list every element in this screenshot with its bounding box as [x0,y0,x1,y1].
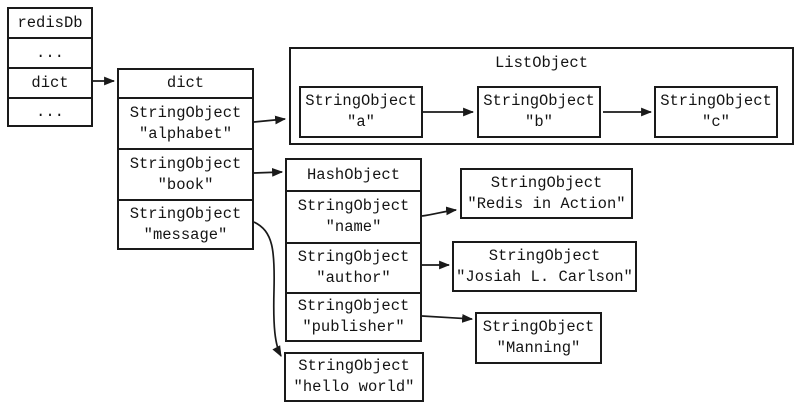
arrow-message-to-helloworld [253,221,282,357]
message-value-box: StringObject "hello world" [284,352,424,402]
name-value-box: StringObject "Redis in Action" [460,168,633,219]
name-value-text: "Redis in Action" [467,194,626,213]
list-a-value: "a" [347,113,375,131]
redisdb-ellipsis-top: ... [9,37,91,67]
message-value-text: "hello world" [293,378,415,396]
publisher-value-box: StringObject "Manning" [475,312,602,364]
author-value-type: StringObject [488,246,601,265]
hash-name-value: "name" [325,218,382,236]
redisdb-dict-cell: dict [9,67,91,97]
list-item-c: StringObject "c" [654,86,778,138]
list-b-type: StringObject [483,92,595,110]
dict-alphabet-type: StringObject [129,103,242,122]
list-item-b: StringObject "b" [477,86,601,138]
list-object-title: ListObject [494,54,588,72]
arrow-name-to-value [421,206,458,217]
list-item-a: StringObject "a" [299,86,423,138]
list-c-value: "c" [702,113,730,131]
hash-name-type: StringObject [297,197,410,215]
hash-row-publisher: StringObject "publisher" [287,292,420,340]
publisher-value-text: "Manning" [496,339,581,357]
dict-row-message: StringObject "message" [119,199,252,248]
dict-message-value: "message" [143,225,228,244]
hash-object-box: HashObject StringObject "name" StringObj… [285,158,422,342]
arrow-book-to-hashobject [253,167,284,177]
arrow-publisher-to-value [421,314,474,323]
redisdb-ellipsis-bottom: ... [9,97,91,125]
redisdb-box: redisDb ... dict ... [7,7,93,127]
publisher-value-type: StringObject [482,318,595,336]
hash-row-author: StringObject "author" [287,242,420,292]
dict-box: dict StringObject "alphabet" StringObjec… [117,68,254,250]
hash-row-name: StringObject "name" [287,190,420,242]
dict-header: dict [166,74,205,92]
dict-book-value: "book" [157,175,214,194]
dict-row-book: StringObject "book" [119,148,252,199]
hash-publisher-type: StringObject [297,297,410,315]
message-value-type: StringObject [298,357,410,375]
list-c-type: StringObject [660,92,772,110]
hash-header: HashObject [306,165,400,184]
arrow-alphabet-to-listobject [253,115,287,125]
list-a-type: StringObject [305,92,417,110]
dict-row-alphabet: StringObject "alphabet" [119,97,252,148]
hash-author-type: StringObject [297,248,410,266]
redisdb-header: redisDb [17,13,83,32]
author-value-text: "Josiah L. Carlson" [456,267,633,286]
hash-publisher-value: "publisher" [302,318,405,336]
dict-book-type: StringObject [129,154,242,173]
dict-alphabet-value: "alphabet" [138,124,232,143]
hash-author-value: "author" [316,269,391,287]
author-value-box: StringObject "Josiah L. Carlson" [452,241,637,292]
dict-message-type: StringObject [129,204,242,223]
name-value-type: StringObject [490,173,603,192]
list-b-value: "b" [525,113,553,131]
